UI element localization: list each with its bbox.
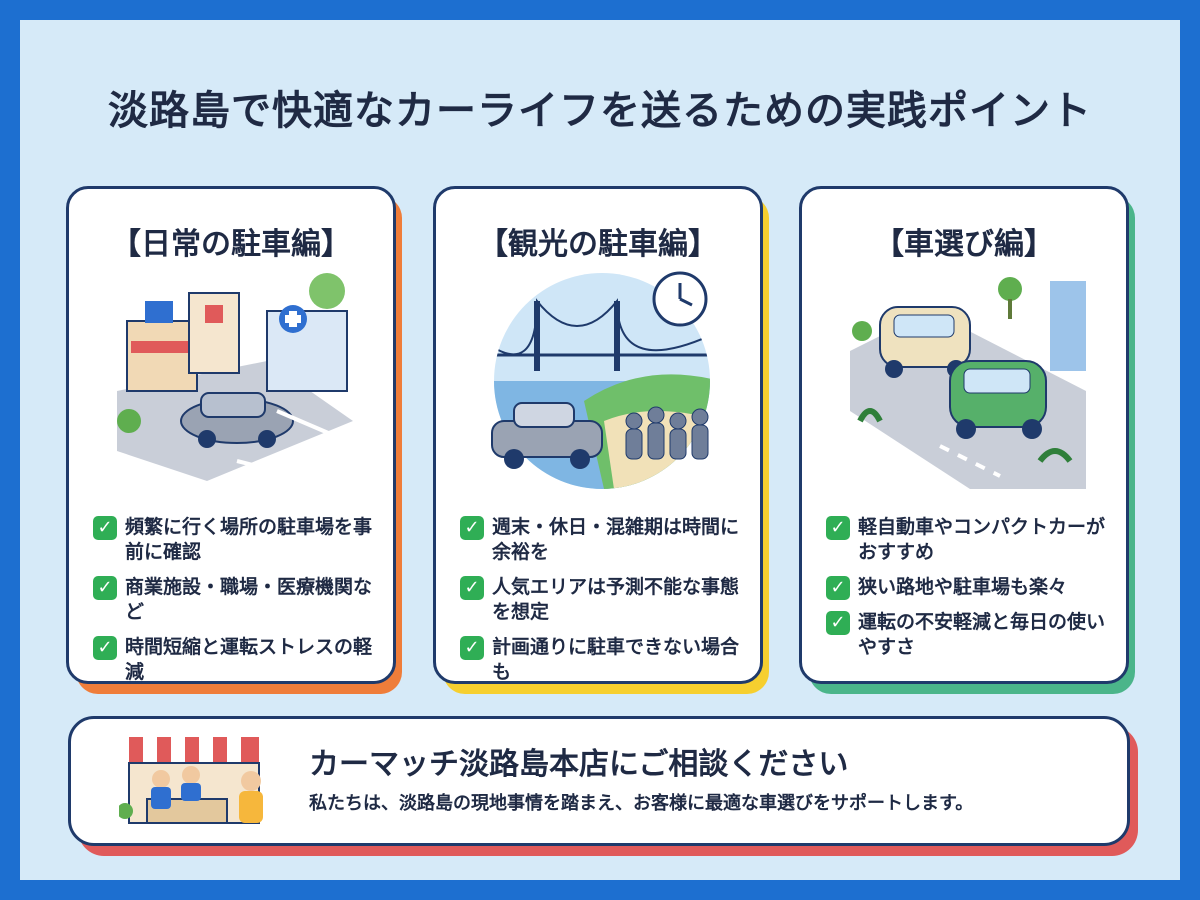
list-item: ✓ 商業施設・職場・医療機関など — [93, 575, 383, 625]
parking-lot-illustration — [117, 273, 353, 483]
list-item: ✓ 週末・休日・混雑期は時間に余裕を — [460, 515, 750, 565]
shop-staff-illustration — [119, 737, 263, 824]
banner-body: 私たちは、淡路島の現地事情を踏まえ、お客様に最適な車選びをサポートします。 — [309, 793, 974, 814]
list-item-text: 頻繁に行く場所の駐車場を事前に確認 — [125, 516, 373, 563]
check-icon: ✓ — [460, 636, 484, 660]
list-item-text: 人気エリアは予測不能な事態を想定 — [492, 576, 740, 623]
list-item-text: 計画通りに駐車できない場合も — [492, 636, 740, 683]
compact-cars-illustration — [850, 277, 1086, 489]
page-title: 淡路島で快適なカーライフを送るための実践ポイント — [108, 88, 1092, 134]
card-title: 【日常の駐車編】 — [111, 227, 351, 262]
bridge-scene-illustration — [491, 271, 710, 489]
list-item: ✓ 運転の不安軽減と毎日の使いやすさ — [826, 610, 1116, 660]
card-tourism-parking: 【観光の駐車編】 — [433, 186, 769, 694]
list-item-text: 時間短縮と運転ストレスの軽減 — [125, 636, 373, 683]
card-daily-parking: 【日常の駐車編】 ✓ 頻繁に行く場所の駐車場を事前に確認 — [66, 186, 402, 694]
checklist: ✓ 頻繁に行く場所の駐車場を事前に確認 ✓ 商業施設・職場・医療機関など ✓ 時… — [93, 515, 383, 695]
list-item: ✓ 人気エリアは予測不能な事態を想定 — [460, 575, 750, 625]
list-item-text: 軽自動車やコンパクトカーがおすすめ — [858, 516, 1106, 563]
list-item-text: 狭い路地や駐車場も楽々 — [858, 576, 1068, 598]
card-body: 【観光の駐車編】 — [433, 186, 763, 684]
check-icon: ✓ — [826, 611, 850, 635]
check-icon: ✓ — [460, 576, 484, 600]
check-icon: ✓ — [93, 516, 117, 540]
checklist: ✓ 軽自動車やコンパクトカーがおすすめ ✓ 狭い路地や駐車場も楽々 ✓ 運転の不… — [826, 515, 1116, 670]
card-title: 【車選び編】 — [874, 227, 1054, 262]
card-body: 【車選び編】 ✓ 軽自動車やコンパクトカーがおすすめ ✓ 狭い路地や駐車場も楽々 — [799, 186, 1129, 684]
check-icon: ✓ — [93, 636, 117, 660]
list-item: ✓ 時間短縮と運転ストレスの軽減 — [93, 635, 383, 685]
check-icon: ✓ — [826, 576, 850, 600]
check-icon: ✓ — [93, 576, 117, 600]
card-title: 【観光の駐車編】 — [478, 227, 718, 262]
card-car-selection: 【車選び編】 ✓ 軽自動車やコンパクトカーがおすすめ ✓ 狭い路地や駐車場も楽々 — [799, 186, 1135, 694]
banner-title: カーマッチ淡路島本店にご相談ください — [309, 747, 849, 782]
checklist: ✓ 週末・休日・混雑期は時間に余裕を ✓ 人気エリアは予測不能な事態を想定 ✓ … — [460, 515, 750, 695]
list-item: ✓ 頻繁に行く場所の駐車場を事前に確認 — [93, 515, 383, 565]
consultation-banner: カーマッチ淡路島本店にご相談ください 私たちは、淡路島の現地事情を踏まえ、お客様… — [68, 716, 1130, 846]
list-item-text: 商業施設・職場・医療機関など — [125, 576, 373, 623]
card-body: 【日常の駐車編】 ✓ 頻繁に行く場所の駐車場を事前に確認 — [66, 186, 396, 684]
list-item: ✓ 計画通りに駐車できない場合も — [460, 635, 750, 685]
list-item-text: 運転の不安軽減と毎日の使いやすさ — [858, 611, 1106, 658]
list-item: ✓ 狭い路地や駐車場も楽々 — [826, 575, 1116, 600]
check-icon: ✓ — [826, 516, 850, 540]
list-item-text: 週末・休日・混雑期は時間に余裕を — [492, 516, 740, 563]
list-item: ✓ 軽自動車やコンパクトカーがおすすめ — [826, 515, 1116, 565]
check-icon: ✓ — [460, 516, 484, 540]
